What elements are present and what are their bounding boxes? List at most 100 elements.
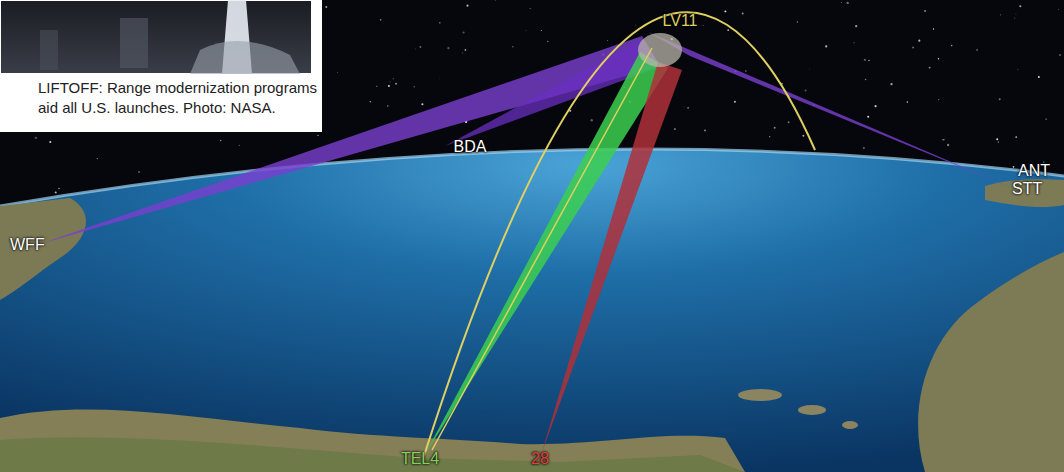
- star: [1000, 14, 1001, 15]
- star: [35, 137, 37, 139]
- star: [907, 101, 908, 102]
- star: [840, 1, 842, 3]
- star: [918, 40, 920, 42]
- star: [742, 13, 744, 15]
- star: [591, 119, 593, 121]
- star: [495, 0, 496, 1]
- star: [1014, 18, 1015, 19]
- star: [724, 10, 726, 12]
- star: [447, 47, 449, 49]
- star: [239, 145, 240, 146]
- star: [865, 79, 867, 81]
- star: [1015, 13, 1017, 15]
- star: [855, 25, 857, 27]
- star: [875, 105, 877, 107]
- star: [825, 45, 827, 47]
- star: [704, 130, 706, 132]
- star: [938, 58, 939, 59]
- vehicle-label: LV11: [663, 12, 698, 30]
- star: [947, 144, 949, 146]
- star: [439, 22, 440, 23]
- star: [547, 41, 548, 42]
- star: [797, 21, 798, 22]
- star: [745, 70, 747, 72]
- star: [138, 171, 140, 173]
- star: [924, 10, 926, 12]
- star: [421, 103, 423, 105]
- star: [734, 101, 736, 103]
- star: [413, 86, 414, 87]
- star: [1017, 69, 1018, 70]
- star: [635, 24, 637, 26]
- star: [463, 31, 465, 33]
- star: [439, 78, 441, 80]
- star: [802, 135, 804, 137]
- star: [370, 101, 372, 103]
- star: [1015, 136, 1017, 138]
- star: [1019, 5, 1021, 7]
- star: [868, 60, 869, 61]
- star: [607, 40, 608, 41]
- star: [996, 138, 998, 140]
- photo-caption: LIFTOFF: Range modernization programs ai…: [38, 78, 320, 118]
- star: [529, 7, 531, 9]
- star: [788, 121, 790, 123]
- station-label: WFF: [10, 236, 45, 254]
- star: [912, 47, 914, 49]
- star: [1058, 8, 1060, 10]
- star: [541, 30, 542, 31]
- star: [55, 191, 57, 193]
- star: [388, 85, 390, 87]
- star: [938, 99, 939, 100]
- station-label: STT: [1012, 180, 1042, 198]
- station-label: BDA: [454, 138, 487, 156]
- star: [462, 52, 464, 54]
- star: [942, 139, 943, 140]
- star: [687, 107, 689, 109]
- star: [525, 30, 527, 32]
- star: [465, 49, 467, 51]
- star: [933, 28, 934, 29]
- star: [847, 2, 849, 4]
- star: [1013, 166, 1015, 168]
- star: [998, 141, 999, 142]
- star: [864, 59, 866, 61]
- star: [97, 158, 98, 159]
- star: [727, 29, 729, 31]
- star: [863, 147, 865, 149]
- star: [395, 83, 397, 85]
- star: [220, 140, 222, 142]
- station-label: TEL4: [401, 450, 439, 468]
- star: [867, 116, 869, 118]
- star: [387, 105, 388, 106]
- star: [774, 127, 776, 129]
- star: [769, 136, 770, 137]
- star: [674, 128, 676, 130]
- star: [999, 98, 1001, 100]
- star: [390, 81, 391, 82]
- star: [420, 46, 422, 48]
- star: [853, 42, 855, 44]
- star: [317, 135, 318, 136]
- star: [337, 72, 339, 74]
- star: [325, 6, 327, 8]
- star: [951, 45, 953, 47]
- star: [703, 25, 704, 26]
- star: [683, 106, 685, 108]
- star: [976, 49, 978, 51]
- star: [380, 19, 381, 20]
- star: [392, 78, 393, 79]
- star: [512, 46, 514, 48]
- star: [943, 139, 944, 140]
- star: [58, 188, 59, 189]
- star: [1038, 76, 1040, 78]
- star: [1045, 119, 1046, 120]
- station-label: ANT: [1018, 162, 1050, 180]
- star: [49, 141, 51, 143]
- star: [805, 90, 807, 92]
- star: [421, 103, 423, 105]
- star: [376, 86, 377, 87]
- star: [414, 48, 416, 50]
- star: [809, 68, 811, 70]
